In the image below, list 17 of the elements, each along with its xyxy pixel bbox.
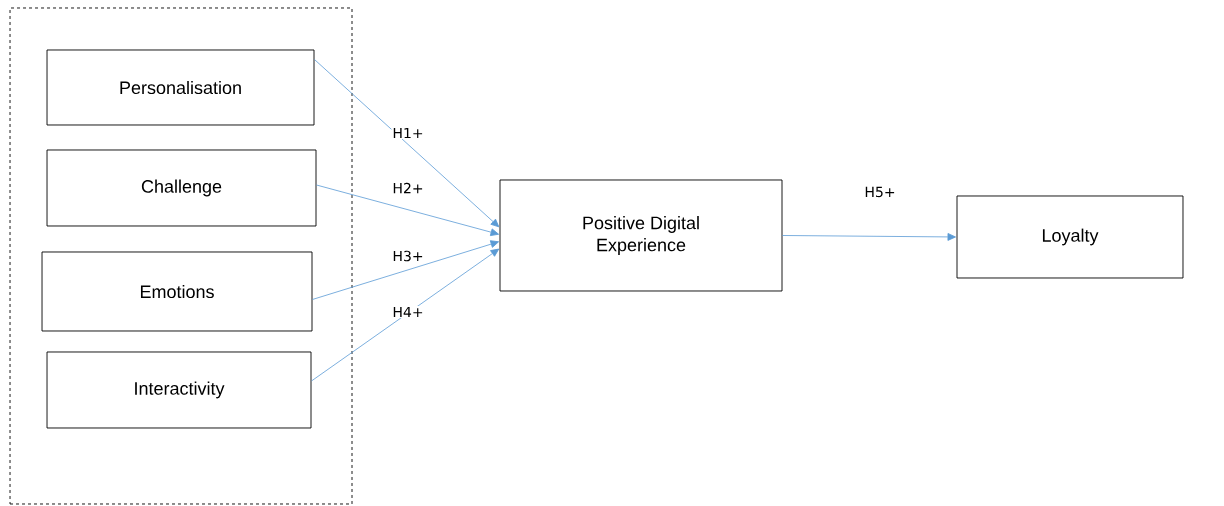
arrow — [316, 184, 499, 236]
edge-label: H3+ — [391, 249, 425, 263]
edge-label: H2+ — [391, 181, 425, 195]
concept-box: Positive Digital Experience — [499, 179, 783, 292]
arrow — [311, 248, 500, 382]
arrow — [314, 59, 500, 228]
arrow — [312, 240, 499, 300]
edge-label: H5+ — [863, 185, 897, 199]
edge-label: H1+ — [391, 126, 425, 140]
arrow — [782, 233, 956, 241]
concept-box: Emotions — [41, 251, 313, 332]
concept-box: Interactivity — [46, 351, 312, 429]
concept-box: Challenge — [46, 149, 317, 227]
group-frame — [9, 7, 353, 505]
concept-box: Loyalty — [956, 195, 1184, 279]
edge-label: H4+ — [391, 305, 425, 319]
concept-box: Personalisation — [46, 49, 315, 126]
